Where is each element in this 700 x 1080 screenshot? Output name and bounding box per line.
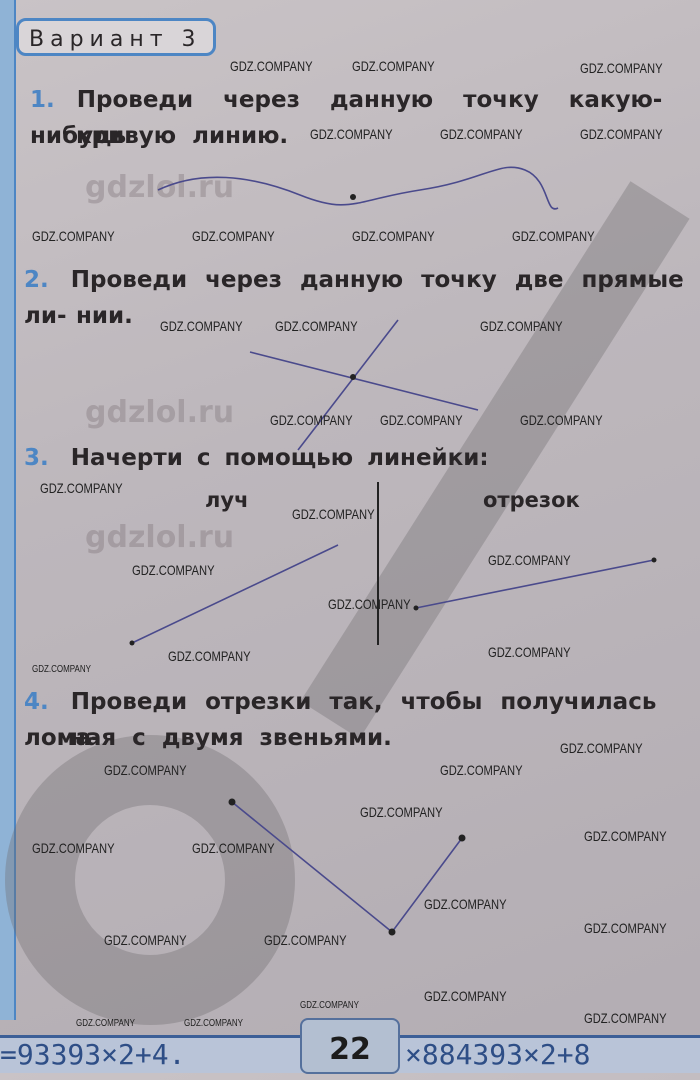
task-4: 4.Проведи отрезки так, чтобы получилась …	[24, 684, 700, 756]
gdz-watermark: GDZ.COMPANY	[270, 412, 353, 428]
polyline	[231, 801, 463, 934]
task-2-line2: нии.	[76, 303, 133, 329]
euroki-logo-stroke	[300, 181, 690, 739]
ghost-watermark: gdzlol.ru	[85, 170, 235, 205]
gdz-watermark: GDZ.COMPANY	[76, 1018, 135, 1029]
given-point	[350, 194, 356, 200]
task-text: Проведи отрезки так, чтобы получилась ло…	[24, 689, 657, 751]
gdz-watermark: GDZ.COMPANY	[192, 228, 275, 244]
gdz-watermark: GDZ.COMPANY	[40, 480, 123, 496]
task-1: 1.Проведи через данную точку какую-нибуд…	[30, 82, 700, 154]
gdz-watermark: GDZ.COMPANY	[264, 932, 347, 948]
polyline-point	[228, 798, 236, 806]
curve-line	[157, 166, 559, 210]
gdz-watermark: GDZ.COMPANY	[104, 762, 187, 778]
gdz-watermark: GDZ.COMPANY	[488, 552, 571, 568]
gdz-watermark: GDZ.COMPANY	[584, 920, 667, 936]
gdz-watermark: GDZ.COMPANY	[440, 762, 523, 778]
gdz-watermark: GDZ.COMPANY	[512, 228, 595, 244]
task-number: 3.	[24, 445, 49, 471]
footer-right-formula: ×884393×2+8	[405, 1038, 591, 1071]
gdz-watermark: GDZ.COMPANY	[560, 740, 643, 756]
ray	[131, 544, 339, 644]
gdz-watermark: GDZ.COMPANY	[275, 318, 358, 334]
gdz-watermark: GDZ.COMPANY	[168, 648, 251, 664]
task-1-line2: кривую линию.	[76, 123, 289, 149]
task-number: 4.	[24, 689, 49, 715]
task-text: Начерти с помощью линейки:	[70, 445, 489, 471]
segment	[415, 559, 655, 609]
polyline-point	[458, 834, 466, 842]
ray-label: луч	[205, 488, 249, 512]
gdz-watermark: GDZ.COMPANY	[352, 228, 435, 244]
gdz-watermark: GDZ.COMPANY	[192, 840, 275, 856]
given-point	[350, 374, 356, 380]
gdz-watermark: GDZ.COMPANY	[328, 596, 411, 612]
gdz-watermark: GDZ.COMPANY	[360, 804, 443, 820]
gdz-watermark: GDZ.COMPANY	[424, 896, 507, 912]
ghost-watermark: gdzlol.ru	[85, 520, 235, 555]
task-number: 1.	[30, 87, 55, 113]
task-text: Проведи через данную точку какую-нибудь	[30, 87, 663, 149]
gdz-watermark: GDZ.COMPANY	[184, 1018, 243, 1029]
gdz-watermark: GDZ.COMPANY	[132, 562, 215, 578]
task-number: 2.	[24, 267, 49, 293]
gdz-watermark: GDZ.COMPANY	[580, 60, 663, 76]
footer-left-formula: =93393×2+4.	[0, 1038, 186, 1071]
gdz-watermark: GDZ.COMPANY	[104, 932, 187, 948]
gdz-watermark: GDZ.COMPANY	[32, 228, 115, 244]
gdz-watermark: GDZ.COMPANY	[32, 664, 91, 675]
page-left-border	[0, 0, 16, 1020]
gdz-watermark: GDZ.COMPANY	[352, 58, 435, 74]
euroki-logo-e-shape	[5, 735, 295, 1025]
gdz-watermark: GDZ.COMPANY	[488, 644, 571, 660]
task-text: Проведи через данную точку две прямые ли…	[24, 267, 684, 329]
gdz-watermark: GDZ.COMPANY	[292, 506, 375, 522]
segment-end-point	[651, 557, 657, 563]
page-number: 22	[300, 1018, 400, 1074]
task-3: 3. Начерти с помощью линейки:	[24, 440, 489, 476]
gdz-watermark: GDZ.COMPANY	[300, 1000, 359, 1011]
segment-label: отрезок	[483, 488, 580, 512]
gdz-watermark: GDZ.COMPANY	[584, 828, 667, 844]
gdz-watermark: GDZ.COMPANY	[520, 412, 603, 428]
gdz-watermark: GDZ.COMPANY	[230, 58, 313, 74]
gdz-watermark: GDZ.COMPANY	[584, 1010, 667, 1026]
polyline-point	[388, 928, 396, 936]
task-4-line2: ная с двумя звеньями.	[70, 725, 392, 751]
variant-title: Вариант 3	[16, 18, 216, 56]
line-a	[249, 351, 479, 411]
gdz-watermark: GDZ.COMPANY	[424, 988, 507, 1004]
segment-end-point	[413, 605, 419, 611]
gdz-watermark: GDZ.COMPANY	[160, 318, 243, 334]
gdz-watermark: GDZ.COMPANY	[440, 126, 523, 142]
gdz-watermark: GDZ.COMPANY	[380, 412, 463, 428]
ray-start-point	[129, 640, 135, 646]
gdz-watermark: GDZ.COMPANY	[32, 840, 115, 856]
gdz-watermark: GDZ.COMPANY	[310, 126, 393, 142]
gdz-watermark: GDZ.COMPANY	[480, 318, 563, 334]
task-2: 2.Проведи через данную точку две прямые …	[24, 262, 700, 334]
gdz-watermark: GDZ.COMPANY	[580, 126, 663, 142]
ghost-watermark: gdzlol.ru	[85, 395, 235, 430]
line-b	[297, 319, 399, 451]
